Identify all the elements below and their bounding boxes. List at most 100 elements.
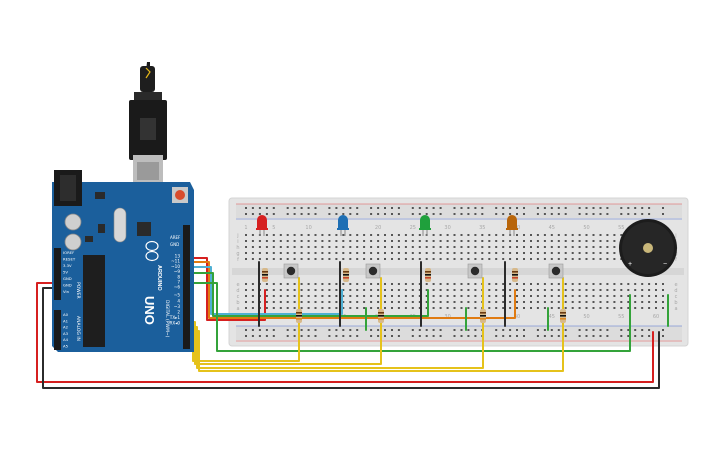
arduino-uno-board[interactable]: ARDUINO UNO AREF GND 13~11~10~987~6~54~3… <box>52 62 194 352</box>
led-blue[interactable] <box>337 215 349 236</box>
resistors[interactable] <box>262 268 566 323</box>
column-number: 10 <box>305 225 311 231</box>
wire-green-led[interactable] <box>188 272 429 317</box>
reset-button[interactable] <box>172 187 188 203</box>
column-number: 1 <box>244 225 247 231</box>
row-letter: b <box>674 300 677 306</box>
column-number: 50 <box>583 314 589 320</box>
digital-pin-label: RX◂0 <box>169 321 180 326</box>
analog-pin-label: A0 <box>63 312 69 317</box>
column-number: 40 <box>514 314 520 320</box>
capacitor <box>64 233 82 251</box>
row-letter: f <box>237 257 239 263</box>
column-number: 45 <box>549 225 555 231</box>
push-button[interactable] <box>283 263 299 279</box>
gnd-label: GND <box>170 242 179 247</box>
row-letter: j <box>236 233 238 239</box>
row-letter: d <box>674 288 677 294</box>
column-number: 35 <box>479 225 485 231</box>
digital-pin-label: 2 <box>177 310 180 315</box>
resistor[interactable] <box>343 268 349 282</box>
usb-cable[interactable] <box>129 62 167 185</box>
resistor[interactable] <box>262 268 268 282</box>
leds[interactable] <box>256 215 518 236</box>
microcontroller-chip <box>83 255 105 347</box>
wire-red-5v[interactable] <box>36 282 654 383</box>
column-number: 60 <box>653 314 659 320</box>
digital-pin-label: ~10 <box>171 264 180 269</box>
breadboard[interactable]: 1155101015152020252530303535404045455050… <box>228 197 689 347</box>
digital-pin-label: ~3 <box>174 304 181 309</box>
column-number: 30 <box>444 225 450 231</box>
power-pin-label: Vin <box>63 289 70 294</box>
resistor[interactable] <box>378 309 384 323</box>
resistor[interactable] <box>512 268 518 282</box>
power-header[interactable] <box>54 248 61 300</box>
resistor[interactable] <box>296 309 302 323</box>
buzzer-minus-label: − <box>663 261 667 268</box>
wires[interactable] <box>36 257 669 389</box>
row-letter: a <box>674 306 677 312</box>
column-number: 45 <box>549 314 555 320</box>
crystal-oscillator <box>113 207 127 243</box>
push-buttons[interactable] <box>283 263 564 279</box>
buzzer-plus-label: + <box>628 261 632 268</box>
wire-green-buzzer[interactable] <box>188 282 631 352</box>
row-letter: d <box>236 288 239 294</box>
digital-pin-label: 4 <box>177 298 180 303</box>
power-pin-label: 5V <box>63 270 68 275</box>
analog-header[interactable] <box>54 310 61 350</box>
row-letter: c <box>675 294 678 300</box>
power-pin-label: RESET <box>63 257 76 262</box>
row-letter: b <box>236 300 239 306</box>
breadboard-holes <box>245 207 664 337</box>
resistor[interactable] <box>425 268 431 282</box>
capacitor <box>64 213 82 231</box>
board-brand-label: ARDUINO <box>156 265 162 291</box>
push-button[interactable] <box>548 263 564 279</box>
column-number: 55 <box>618 314 624 320</box>
digital-pin-label: 8 <box>177 274 180 279</box>
resistor[interactable] <box>560 309 566 323</box>
column-number: 50 <box>583 225 589 231</box>
arduino-logo <box>145 240 159 262</box>
wire-yellow-4[interactable] <box>188 309 564 372</box>
digital-pin-label: 7 <box>177 280 180 285</box>
column-number: 25 <box>410 225 416 231</box>
digital-pin-label: 13 <box>175 254 181 259</box>
led-orange[interactable] <box>506 215 518 236</box>
analog-pin-label: A4 <box>63 337 69 342</box>
digital-pin-label: TX▸1 <box>169 315 181 320</box>
push-button[interactable] <box>365 263 381 279</box>
row-letter: f <box>675 257 677 263</box>
analog-side-label: ANALOG IN <box>75 316 81 341</box>
wire-black-gnd[interactable] <box>42 287 660 389</box>
row-letter: e <box>674 282 677 288</box>
analog-pin-label: A1 <box>63 318 69 323</box>
digital-pin-label: ~11 <box>171 259 180 264</box>
wire-red-pin13[interactable] <box>188 257 266 321</box>
power-pin-label: IOREF <box>63 250 74 255</box>
digital-header[interactable] <box>183 225 190 349</box>
power-pin-label: 3.3V <box>63 263 72 268</box>
wire-yellow-3[interactable] <box>188 309 484 369</box>
resistor[interactable] <box>480 309 486 323</box>
row-letter: a <box>236 306 239 312</box>
wire-cyan[interactable] <box>188 266 343 315</box>
wire-orange[interactable] <box>188 261 516 319</box>
piezo-buzzer[interactable]: + − <box>619 219 677 277</box>
led-red[interactable] <box>256 215 268 236</box>
analog-pin-label: A3 <box>63 331 69 336</box>
digital-pin-label: ~9 <box>174 269 181 274</box>
column-number: 5 <box>272 225 275 231</box>
digital-pin-label: ~5 <box>174 293 181 298</box>
led-green[interactable] <box>419 215 431 236</box>
power-side-label: POWER <box>75 282 81 299</box>
aref-label: AREF <box>170 235 181 240</box>
column-number: 55 <box>618 225 624 231</box>
push-button[interactable] <box>467 263 483 279</box>
row-letter: e <box>236 282 239 288</box>
